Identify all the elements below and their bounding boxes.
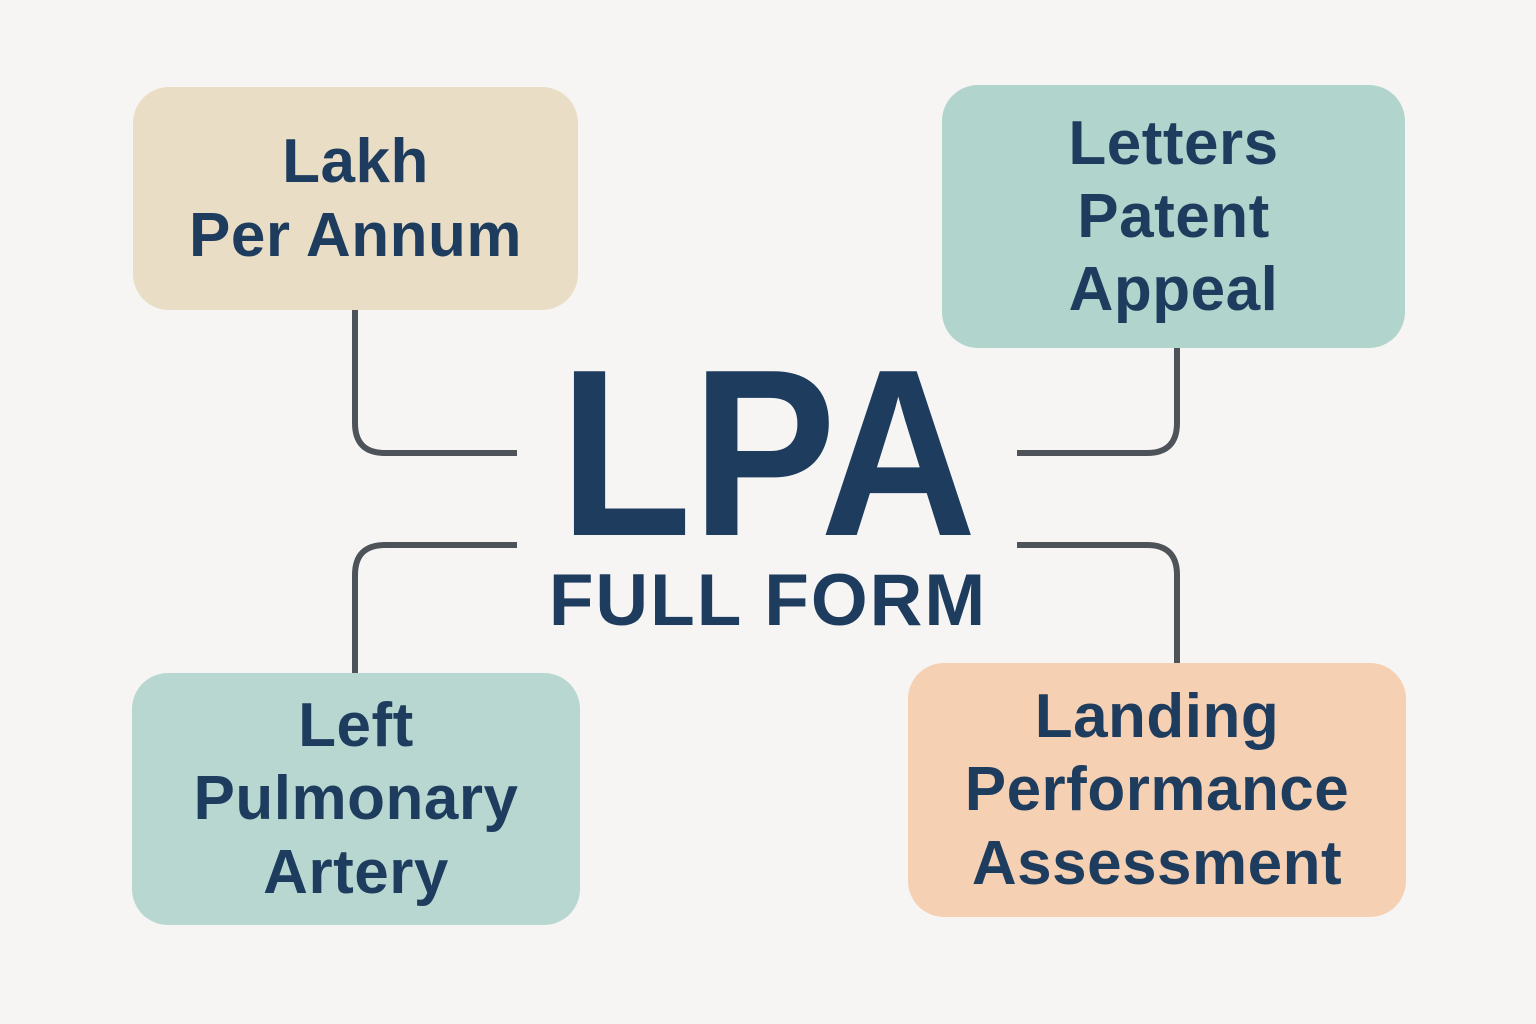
node-label: Left Pulmonary Artery [194, 689, 519, 908]
node-label: Lakh Per Annum [189, 125, 522, 271]
center-title-block: LPA FULL FORM [0, 321, 1536, 641]
node-label-line: Performance [964, 755, 1350, 825]
node-letters-patent-appeal: Letters Patent Appeal [942, 85, 1405, 348]
node-label-line: Lakh [282, 127, 429, 197]
node-label-line: Assessment [971, 828, 1343, 898]
node-label-line: Per Annum [189, 200, 522, 270]
node-label: Letters Patent Appeal [1068, 107, 1278, 326]
node-lakh-per-annum: Lakh Per Annum [133, 87, 578, 310]
node-label-line: Artery [263, 837, 449, 907]
acronym-text: LPA [559, 321, 977, 586]
node-label-line: Patent [1077, 181, 1270, 251]
node-label: Landing Performance Assessment [965, 680, 1350, 899]
node-left-pulmonary-artery: Left Pulmonary Artery [132, 673, 580, 925]
node-label-line: Landing [1034, 682, 1280, 752]
node-landing-performance-assessment: Landing Performance Assessment [908, 663, 1406, 917]
subtitle-text: FULL FORM [548, 560, 988, 641]
node-label-line: Pulmonary [193, 764, 519, 834]
node-label-line: Letters [1068, 108, 1279, 178]
node-label-line: Left [298, 691, 414, 761]
node-label-line: Appeal [1068, 255, 1279, 325]
